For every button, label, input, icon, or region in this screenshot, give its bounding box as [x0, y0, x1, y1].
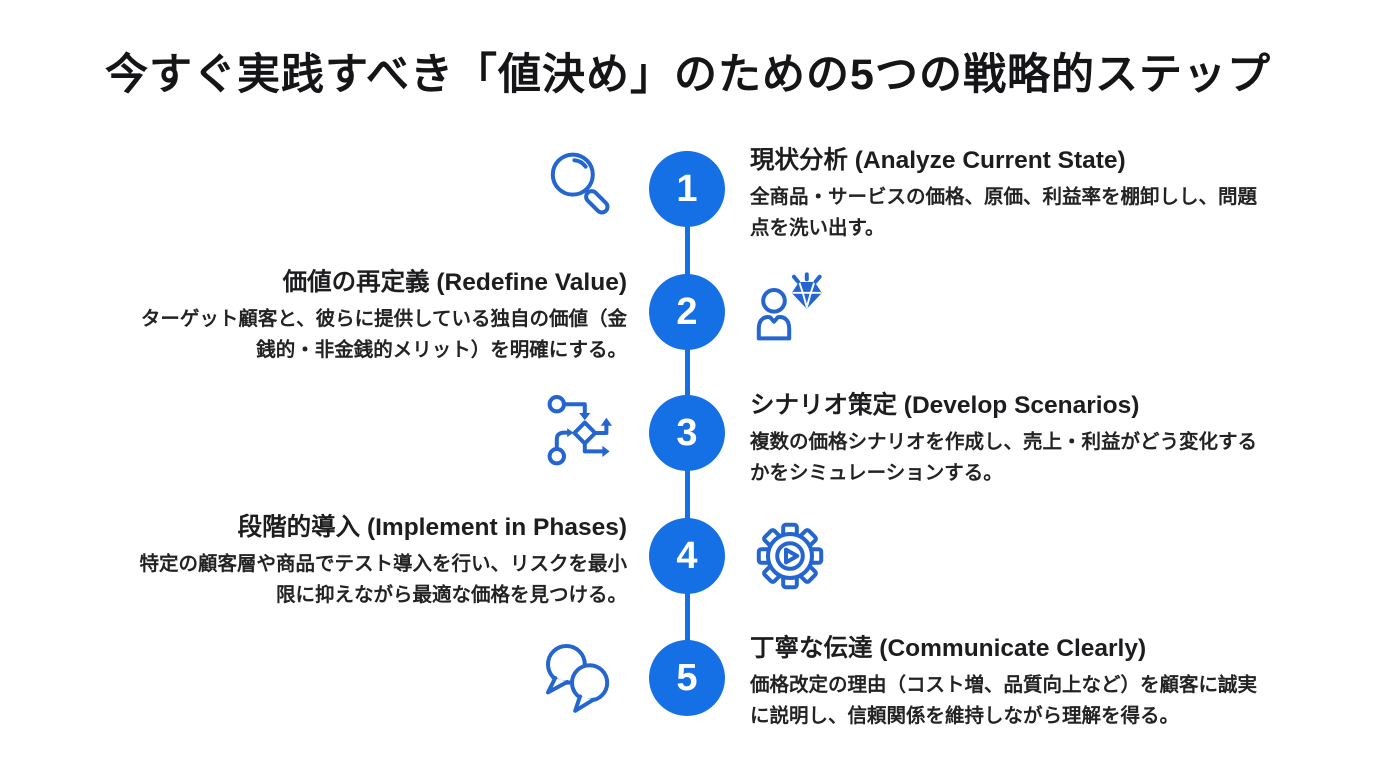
step-text-5: 丁寧な伝達 (Communicate Clearly) 価格改定の理由（コスト増… [750, 634, 1265, 732]
step-number: 1 [676, 167, 698, 210]
step-number-badge: 2 [649, 274, 725, 350]
step-number-badge: 1 [649, 151, 725, 227]
step-number: 4 [676, 534, 698, 577]
step-description: 特定の顧客層や商品でテスト導入を行い、リスクを最小限に抑えながら最適な価格を見つ… [139, 552, 627, 606]
step-number-badge: 5 [649, 640, 725, 716]
step-number: 2 [676, 290, 698, 333]
person-diamond-icon [750, 272, 830, 352]
step-text-3: シナリオ策定 (Develop Scenarios) 複数の価格シナリオを作成し… [750, 391, 1265, 489]
magnifier-icon [544, 149, 624, 229]
step-number: 5 [676, 656, 698, 699]
step-description: 複数の価格シナリオを作成し、売上・利益がどう変化するかをシミュレーションする。 [750, 430, 1258, 484]
step-description: 全商品・サービスの価格、原価、利益率を棚卸しし、問題点を洗い出す。 [750, 185, 1258, 239]
step-title: 丁寧な伝達 (Communicate Clearly) [750, 635, 1147, 662]
step-title: 現状分析 (Analyze Current State) [750, 147, 1126, 174]
step-text-2: 価値の再定義 (Redefine Value) ターゲット顧客と、彼らに提供して… [127, 268, 627, 366]
step-title: シナリオ策定 (Develop Scenarios) [750, 392, 1140, 419]
speech-bubbles-icon [540, 638, 620, 718]
step-title: 価値の再定義 (Redefine Value) [282, 269, 627, 296]
step-number: 3 [676, 411, 698, 454]
step-number-badge: 3 [649, 395, 725, 471]
step-text-1: 現状分析 (Analyze Current State) 全商品・サービスの価格… [750, 146, 1265, 244]
step-description: 価格改定の理由（コスト増、品質向上など）を顧客に誠実に説明し、信頼関係を維持しな… [750, 673, 1258, 727]
gear-play-icon [750, 516, 830, 596]
step-text-4: 段階的導入 (Implement in Phases) 特定の顧客層や商品でテス… [127, 513, 627, 611]
flowchart-icon [544, 393, 624, 473]
page-title: 今すぐ実践すべき「値決め」のための5つの戦略的ステップ [105, 51, 1271, 99]
step-title: 段階的導入 (Implement in Phases) [237, 514, 627, 541]
step-number-badge: 4 [649, 518, 725, 594]
step-description: ターゲット顧客と、彼らに提供している独自の価値（金銭的・非金銭的メリット）を明確… [140, 307, 627, 361]
